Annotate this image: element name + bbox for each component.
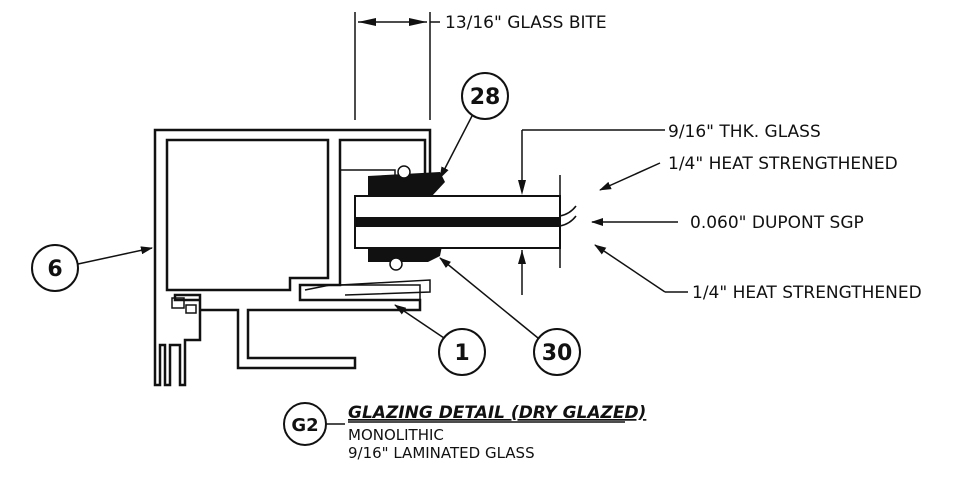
gaskets <box>368 165 445 271</box>
tag-1-label: 1 <box>454 341 469 366</box>
tag-6-leader <box>77 246 153 265</box>
tag-28-label: 28 <box>470 85 501 110</box>
detail-title: GLAZING DETAIL (DRY GLAZED) <box>348 403 646 423</box>
tag-30-circle <box>533 328 581 376</box>
tag-1-circle <box>438 328 486 376</box>
detail-id-label: G2 <box>291 415 318 436</box>
tag-30-label: 30 <box>542 341 573 366</box>
tag-28-circle <box>461 72 509 120</box>
interlayer-label: 0.060" DUPONT SGP <box>690 213 864 233</box>
tag-6-circle <box>31 244 79 292</box>
inner-lite-leader <box>594 244 666 293</box>
glass-bite-label: 13/16" GLASS BITE <box>445 13 607 33</box>
glass-bite-dimension <box>354 12 440 120</box>
tag-6-label: 6 <box>47 257 62 282</box>
laminated-glass <box>354 175 577 268</box>
glass-thickness-label: 9/16" THK. GLASS <box>668 122 821 142</box>
aluminum-frame <box>153 128 432 387</box>
inner-lite-label: 1/4" HEAT STRENGTHENED <box>692 283 922 303</box>
tag-30-leader <box>439 257 539 339</box>
glass-thickness-dimension <box>518 129 665 295</box>
detail-line-2: 9/16" LAMINATED GLASS <box>348 444 535 462</box>
tag-28-leader <box>439 115 473 179</box>
tag-1-leader <box>394 304 445 339</box>
outer-lite-leader <box>599 162 661 191</box>
outer-lite-label: 1/4" HEAT STRENGTHENED <box>668 154 898 174</box>
detail-line-1: MONOLITHIC <box>348 426 444 444</box>
